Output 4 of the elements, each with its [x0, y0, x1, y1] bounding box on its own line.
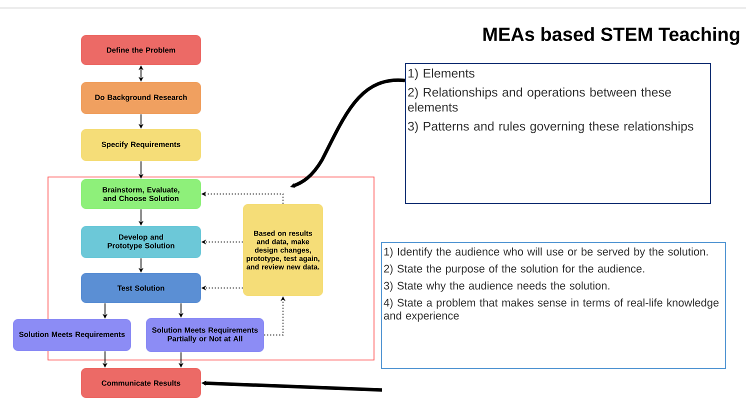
- text-box: 1) Identify the audience who will use or be served by the solution. 2) State the purpose of the solution for the audience. 3) State why the audience needs the solution. 4) State a problem that makes sense in terms of real-life knowledge and experience: [381, 242, 726, 369]
- text-box: 1) Elements 2) Relationships and operations between these elements 3) Patterns and rules governing these relationships: [405, 63, 711, 204]
- title: MEAs based STEM Teaching: [483, 27, 740, 45]
- thick-arrow: [290, 78, 406, 188]
